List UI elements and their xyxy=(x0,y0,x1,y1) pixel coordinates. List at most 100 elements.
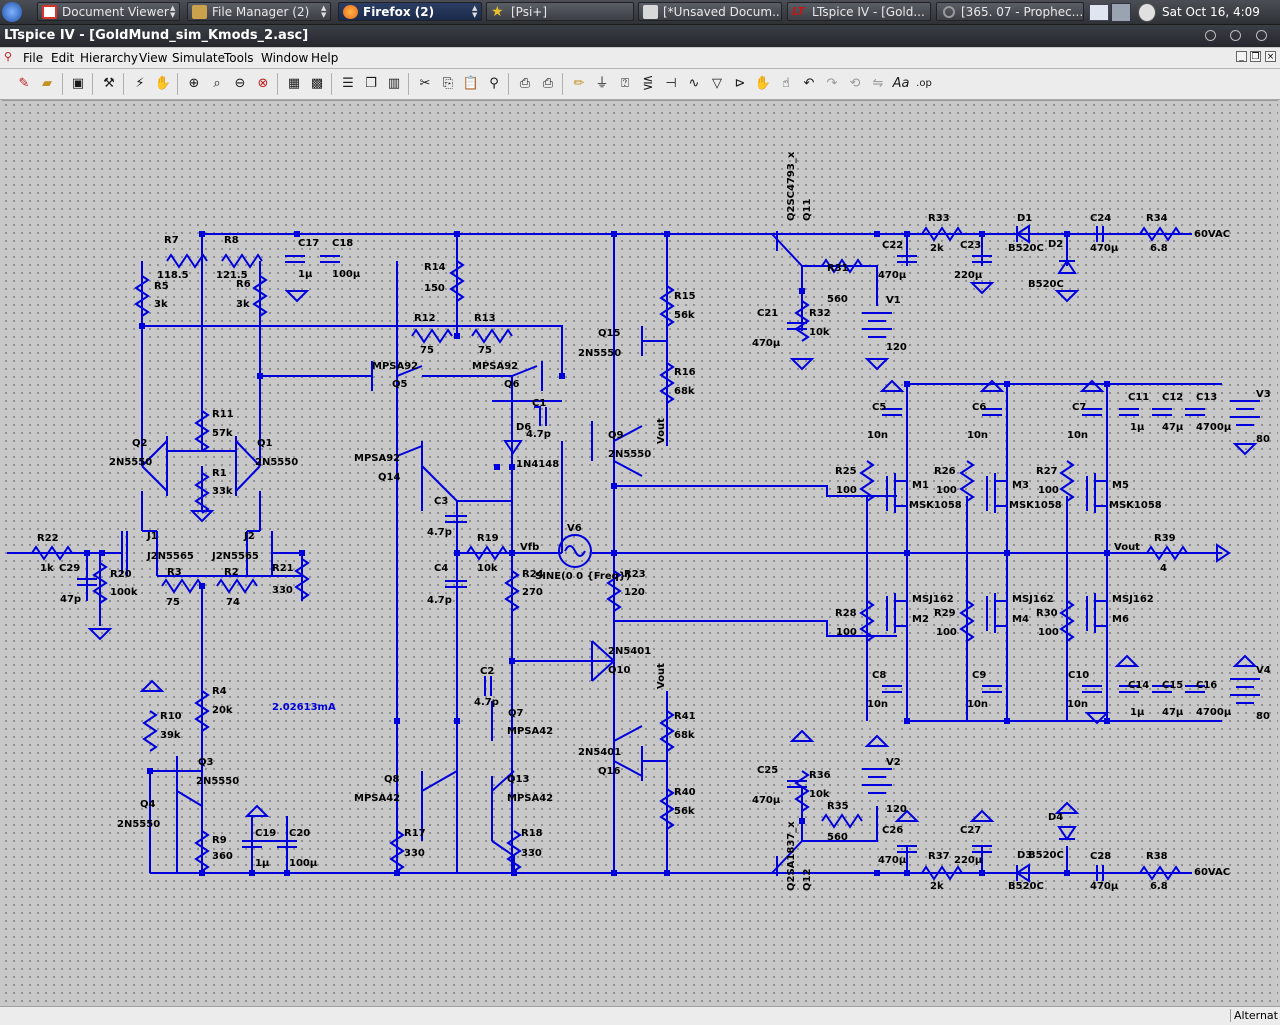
menu-tools[interactable]: Tools xyxy=(224,51,254,65)
taskbar-item-firefox[interactable]: Firefox (2) ▲▼ xyxy=(338,2,482,21)
label-r41v: 68k xyxy=(674,730,695,741)
label-q7m: MPSA42 xyxy=(507,726,553,737)
taskbar-item-text-editor[interactable]: [*Unsaved Docum... xyxy=(638,2,782,21)
menu-hierarchy[interactable]: Hierarchy xyxy=(80,51,139,65)
label-r24v: 270 xyxy=(522,587,543,598)
text-icon[interactable]: Aa xyxy=(892,76,910,91)
cut-icon[interactable]: ✂ xyxy=(419,76,431,91)
zoom-fit-icon[interactable]: ⊗ xyxy=(257,76,269,91)
ground-icon[interactable]: ⏚ xyxy=(595,76,609,91)
taskbar-item-audio-player[interactable]: [365. 07 - Prophec... xyxy=(936,2,1084,21)
document-viewer-icon xyxy=(42,5,57,19)
mdi-restore-button[interactable]: ❐ xyxy=(1250,51,1261,62)
component-icon[interactable]: ⊳ xyxy=(734,76,746,91)
resistor-icon[interactable]: ⋚ xyxy=(642,76,654,91)
print-setup-icon[interactable]: ⎙ xyxy=(519,76,531,91)
zoom-out-icon[interactable]: ⊖ xyxy=(234,76,246,91)
paste-icon[interactable]: 📋 xyxy=(462,76,480,91)
label-c16v: 4700µ xyxy=(1196,707,1232,718)
label-r4: R4 xyxy=(212,686,227,697)
new-schematic-icon[interactable]: ✎ xyxy=(18,76,30,91)
redo-icon[interactable]: ↷ xyxy=(826,76,838,91)
rotate-icon[interactable]: ⟲ xyxy=(849,76,861,91)
label-vacb: 60VAC xyxy=(1194,867,1230,878)
tile-vertical-icon[interactable]: ▥ xyxy=(387,76,401,91)
close-window-button[interactable] xyxy=(1256,30,1267,41)
label-r28v: 100 xyxy=(836,627,857,638)
zoom-in-icon[interactable]: ⊕ xyxy=(188,76,200,91)
cascade-icon[interactable]: ❐ xyxy=(365,76,377,91)
taskbar-item-psi[interactable]: ★ [Psi+] xyxy=(486,2,634,21)
menu-file[interactable]: File xyxy=(23,51,44,65)
label-r26: R26 xyxy=(934,466,956,477)
label-c10v: 10n xyxy=(1067,699,1088,710)
print-icon[interactable]: ⎙ xyxy=(542,76,554,91)
pan-icon[interactable]: ⌕ xyxy=(213,76,221,91)
label-c9v: 10n xyxy=(967,699,988,710)
copy-icon[interactable]: ⎘ xyxy=(442,76,454,91)
open-icon[interactable]: ▰ xyxy=(42,76,52,91)
label-r15: R15 xyxy=(674,291,696,302)
schematic-drawing: R7118.5R8121.5C171µC18100µR14150R53kR63k… xyxy=(7,151,1271,892)
menu-view[interactable]: View xyxy=(139,51,168,65)
taskbar-item-document-viewer[interactable]: Document Viewer ▲▼ xyxy=(37,2,180,21)
label-c18: C18 xyxy=(332,238,353,249)
diode-icon[interactable]: ▽ xyxy=(712,76,722,91)
move-icon[interactable]: ✋ xyxy=(754,76,772,91)
label-c23: C23 xyxy=(960,240,981,251)
label-c5: C5 xyxy=(872,402,886,413)
save-icon[interactable]: ▣ xyxy=(71,76,85,91)
start-menu-icon[interactable] xyxy=(2,2,22,22)
label-m1: M1 xyxy=(912,480,929,491)
taskbar-item-ltspice[interactable]: LT LTspice IV - [Gold... xyxy=(787,2,931,21)
label-j1: J1 xyxy=(146,531,158,542)
label-r10v: 39k xyxy=(160,730,181,741)
menu-window[interactable]: Window xyxy=(261,51,309,65)
draw-wire-icon[interactable]: ✏ xyxy=(573,76,585,91)
clock[interactable]: Sat Oct 16, 4:09 AM xyxy=(1162,5,1260,43)
mdi-minimize-button[interactable]: _ xyxy=(1236,51,1247,62)
label-r41: R41 xyxy=(674,711,696,722)
menu-help[interactable]: Help xyxy=(311,51,339,65)
label-v1: V1 xyxy=(886,295,901,306)
label-r3: R3 xyxy=(167,567,182,578)
ltspice-doc-icon[interactable]: ⚲ xyxy=(4,50,13,63)
label-d3m: B520C xyxy=(1008,881,1044,892)
run-icon[interactable]: ⚡ xyxy=(135,76,145,91)
grid-icon[interactable]: ▩ xyxy=(310,76,324,91)
label-c22v: 470µ xyxy=(878,270,907,281)
autorange-icon[interactable]: ▦ xyxy=(287,76,301,91)
capacitor-icon[interactable]: ⊣ xyxy=(665,76,677,91)
maximize-window-button[interactable] xyxy=(1230,30,1241,41)
network-tray-icon[interactable] xyxy=(1111,3,1131,22)
label-r20: R20 xyxy=(110,569,132,580)
label-r29v: 100 xyxy=(936,627,957,638)
mdi-close-button[interactable]: × xyxy=(1265,51,1276,62)
tile-horizontal-icon[interactable]: ☰ xyxy=(342,76,354,91)
label-r19: R19 xyxy=(477,533,499,544)
inductor-icon[interactable]: ∿ xyxy=(688,76,700,91)
minimize-window-button[interactable] xyxy=(1205,30,1216,41)
menu-simulate[interactable]: Simulate xyxy=(172,51,226,65)
mirror-icon[interactable]: ⇋ xyxy=(872,76,884,91)
taskbar-item-file-manager[interactable]: File Manager (2) ▲▼ xyxy=(187,2,331,21)
window-titlebar[interactable]: LTspice IV - [GoldMund_sim_Kmods_2.asc] xyxy=(0,25,1280,47)
power-tray-icon[interactable] xyxy=(1138,3,1156,22)
label-net-icon[interactable]: ⍰ xyxy=(621,76,629,91)
find-icon[interactable]: ⚲ xyxy=(489,76,499,91)
label-q2m: 2N5550 xyxy=(109,457,152,468)
label-c12v: 47µ xyxy=(1162,422,1184,433)
halt-icon[interactable]: ✋ xyxy=(154,76,172,91)
spice-directive-icon[interactable]: .op xyxy=(916,78,932,89)
label-r22: R22 xyxy=(37,533,59,544)
undo-icon[interactable]: ↶ xyxy=(803,76,815,91)
label-c20: C20 xyxy=(289,828,310,839)
drag-icon[interactable]: ☝ xyxy=(782,76,790,91)
label-c27v: 220µ xyxy=(954,855,983,866)
menu-bar: ⚲ File Edit Hierarchy View Simulate Tool… xyxy=(0,48,1280,69)
control-panel-icon[interactable]: ⚒ xyxy=(103,76,115,91)
menu-edit[interactable]: Edit xyxy=(51,51,75,65)
label-j2m: J2N5565 xyxy=(211,551,259,562)
mail-tray-icon[interactable] xyxy=(1089,4,1109,21)
